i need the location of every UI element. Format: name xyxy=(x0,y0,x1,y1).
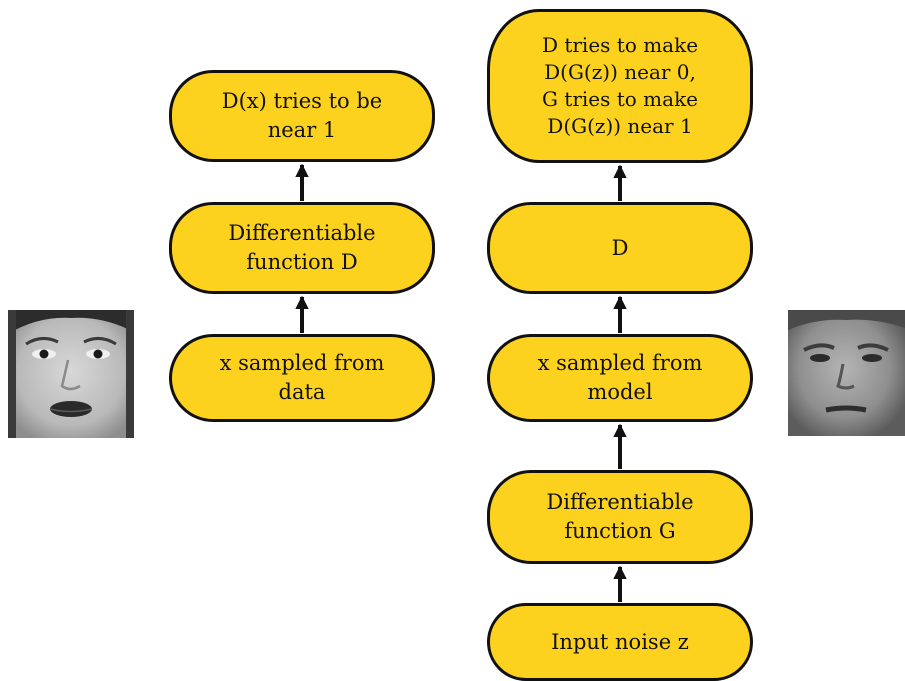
right-output-line-4: D(G(z)) near 1 xyxy=(547,114,693,139)
left-discriminator-line-2: function D xyxy=(246,250,358,274)
right-output-line-3: G tries to make xyxy=(541,87,699,111)
noise-label: Input noise z xyxy=(551,629,689,654)
right-discriminator-label: D xyxy=(611,235,629,260)
left-discriminator-node: Differentiable function D xyxy=(169,202,435,294)
generator-node: Differentiable function G xyxy=(487,470,753,564)
right-sample-node: x sampled from model xyxy=(487,334,753,422)
right-output-node: D tries to make D(G(z)) near 0, G tries … xyxy=(487,9,753,163)
left-input-node: x sampled from data xyxy=(169,334,435,422)
right-sample-line-2: model xyxy=(587,380,653,404)
left-output-line-2: near 1 xyxy=(267,118,337,142)
left-input-line-2: data xyxy=(278,380,326,404)
generator-line-2: function G xyxy=(564,519,676,543)
generator-line-1: Differentiable xyxy=(546,490,694,515)
left-output-line-1: D(x) tries to be xyxy=(221,89,383,114)
right-output-line-1: D tries to make xyxy=(541,32,699,57)
generated-face-image xyxy=(788,310,905,436)
real-face-image xyxy=(8,310,134,438)
right-sample-line-1: x sampled from xyxy=(537,351,703,376)
left-discriminator-line-1: Differentiable xyxy=(228,221,376,246)
left-output-node: D(x) tries to be near 1 xyxy=(169,70,435,162)
right-output-line-2: D(G(z)) near 0, xyxy=(544,59,696,84)
left-input-line-1: x sampled from xyxy=(219,351,385,376)
right-discriminator-node: D xyxy=(487,202,753,294)
